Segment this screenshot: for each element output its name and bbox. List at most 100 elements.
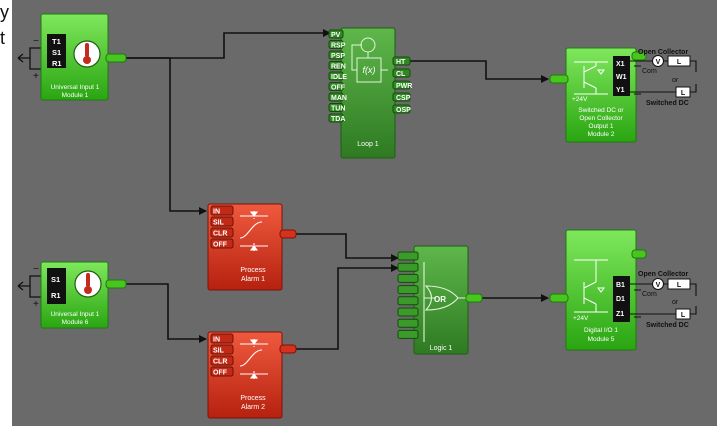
alarm1-title: Process [240, 267, 266, 274]
logic-1-block[interactable]: OR Logic 1 [397, 245, 483, 355]
universal-input-1-block[interactable]: − + T1 S1 R1 Universal Input 1 Module 1 [17, 13, 127, 101]
alarm1-input-pin-off[interactable] [210, 238, 234, 249]
wire-input1-to-alarm1-in[interactable] [126, 57, 207, 215]
input2-pin-r1: R1 [51, 291, 61, 300]
output1-com-label: Com [642, 68, 657, 75]
alarm1-subtitle: Alarm 1 [241, 276, 265, 283]
output1-wiring-legend: V L L Open Collector Com or Switched DC [630, 49, 697, 107]
logic-title: Logic 1 [430, 345, 453, 352]
loop-output-label: HT [396, 59, 406, 66]
input2-pin-s1: S1 [51, 275, 60, 284]
output1-title-line1: Switched DC or [578, 107, 624, 114]
loop-input-pin-idle[interactable] [328, 71, 344, 81]
output-1-block[interactable]: X1 W1 Y1 +24V Switched DC or Open Collec… [549, 47, 647, 143]
digital-io-1-block[interactable]: B1 D1 Z1 +24V Digital I/O 1 Module 5 [549, 229, 647, 351]
alarm1-input-pin-sil[interactable] [210, 216, 234, 227]
output1-input-port[interactable] [549, 74, 569, 84]
logic-input-port[interactable] [397, 318, 419, 328]
input1-output-port[interactable] [105, 53, 127, 63]
loop-output-pin-osp[interactable] [392, 104, 411, 114]
logic-input-port[interactable] [397, 296, 419, 306]
dio-title-line2: Module 5 [588, 336, 615, 343]
loop-input-pin-tda[interactable] [328, 113, 344, 123]
dio-input-port[interactable] [549, 293, 569, 303]
input1-plus-sign: + [33, 71, 39, 82]
thermometer-icon [74, 270, 102, 298]
loop-input-pin-man[interactable] [328, 92, 344, 102]
legend2-switched-dc-label: Switched DC [646, 322, 689, 329]
logic-output-port[interactable] [465, 293, 483, 303]
dio-pin-d1: D1 [616, 296, 625, 303]
wire-loop-ht-to-output1[interactable] [410, 60, 549, 83]
alarm2-output-port[interactable] [279, 344, 297, 354]
logic-input-port[interactable] [397, 285, 419, 295]
connection-wires [126, 29, 549, 350]
alarm1-input-label: SIL [213, 220, 225, 227]
universal-input-2-block[interactable]: − + S1 R1 Universal Input 1 Module 6 [17, 261, 127, 329]
loop-input-label: REN [331, 64, 346, 71]
loop-input-pin-psp[interactable] [328, 50, 344, 60]
output1-pin-w1: W1 [616, 74, 627, 81]
loop-title: Loop 1 [357, 141, 379, 148]
output1-aux-port[interactable] [631, 51, 647, 61]
loop-output-label: PWR [396, 83, 412, 90]
input1-minus-sign: − [33, 36, 39, 47]
alarm2-input-pin-sil[interactable] [210, 344, 234, 355]
loop-output-pin-cl[interactable] [392, 68, 411, 78]
logic-input-port[interactable] [397, 251, 419, 261]
logic-input-port[interactable] [397, 307, 419, 317]
loop-output-pin-pwr[interactable] [392, 80, 411, 90]
loop-input-pin-tun[interactable] [328, 103, 344, 112]
alarm2-input-pin-off[interactable] [210, 366, 234, 377]
loop-output-label: OSP [396, 107, 411, 114]
loop-output-pin-csp[interactable] [392, 92, 411, 102]
dio-title-line1: Digital I/O 1 [584, 327, 618, 334]
alarm-band-icon [239, 339, 268, 379]
alarm1-input-pin-in[interactable] [210, 205, 234, 216]
output1-supply-label: +24V [572, 96, 588, 103]
legend1-open-collector-label: Open Collector [638, 49, 688, 56]
input2-minus-sign: − [33, 264, 39, 275]
loop-input-label: MAN [331, 95, 347, 102]
alarm2-input-label: CLR [213, 359, 227, 366]
input1-sensor-symbol [17, 47, 41, 70]
input2-output-port[interactable] [105, 279, 127, 289]
wire-alarm1-to-logic[interactable] [296, 233, 399, 262]
alarm1-output-port[interactable] [279, 229, 297, 239]
input1-subtitle: Module 1 [62, 92, 89, 99]
legend1-load-symbol-1: L [677, 59, 682, 66]
alarm2-input-pin-in[interactable] [210, 333, 234, 344]
legend1-or-label: or [672, 77, 679, 84]
or-gate-icon [423, 262, 466, 342]
wire-input1-to-loop-pv[interactable] [126, 29, 331, 59]
loop-input-pin-ren[interactable] [328, 61, 344, 70]
loop-input-pin-rsp[interactable] [328, 40, 344, 49]
edge-fragment-top: y [0, 2, 9, 22]
alarm1-input-label: OFF [213, 242, 228, 249]
alarm1-input-pin-clr[interactable] [210, 227, 234, 238]
dio-pin-z1: Z1 [616, 311, 624, 318]
logic-input-port[interactable] [397, 273, 419, 283]
loop-input-pin-off[interactable] [328, 82, 344, 91]
alarm-band-icon [239, 211, 268, 251]
loop-input-pin-pv[interactable] [328, 29, 344, 39]
logic-input-port[interactable] [397, 262, 419, 272]
logic-input-port[interactable] [397, 329, 419, 339]
dio-aux-port[interactable] [631, 249, 647, 259]
legend1-voltage-symbol: V [656, 59, 661, 66]
output1-pin-y1: Y1 [616, 87, 625, 94]
wire-alarm2-to-logic[interactable] [296, 264, 399, 350]
wire-input2-to-alarm2-in[interactable] [126, 283, 207, 343]
loop-output-pin-ht[interactable] [392, 56, 411, 66]
input2-subtitle: Module 6 [62, 319, 89, 326]
alarm2-input-label: OFF [213, 370, 228, 377]
loop-output-label: CL [396, 71, 406, 78]
alarm2-input-pin-clr[interactable] [210, 355, 234, 366]
